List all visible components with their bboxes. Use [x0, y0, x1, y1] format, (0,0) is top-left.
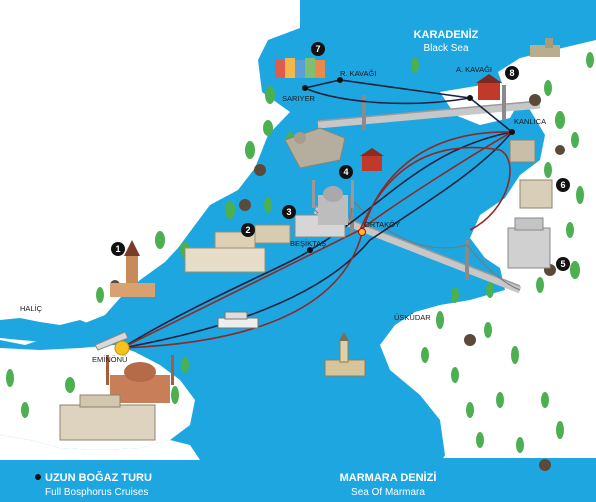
sea-name-south: MARMARA DENİZİ: [340, 471, 437, 484]
svg-text:3: 3: [286, 207, 291, 217]
marker-7[interactable]: 7: [311, 42, 325, 56]
kanlica-mansion: [509, 139, 536, 163]
label-kanlica: KANLICA: [514, 117, 546, 126]
marker-8[interactable]: 8: [505, 66, 519, 80]
topkapi-palace: [59, 394, 156, 441]
sea-name-north: KARADENİZ: [414, 28, 479, 41]
route-red-3: [359, 146, 511, 231]
fsm-bridge: [317, 85, 541, 130]
label-ortakoy: ORTAKÖY: [364, 220, 400, 229]
red-pavilion: [360, 148, 384, 171]
trees: [6, 52, 594, 453]
stops: [114, 77, 515, 356]
eminonu-bridge: [94, 331, 129, 351]
label-eminonu: EMİNÖNÜ: [92, 355, 127, 364]
route-red-2: [121, 131, 513, 349]
legend-title: UZUN BOĞAZ TURU: [45, 471, 152, 484]
label-uskudar: ÜSKÜDAR: [394, 313, 431, 322]
label-a-kavagi: A. KAVAĞI: [456, 65, 492, 74]
marker-group: 1 2 3 4 5 6 7 8: [111, 42, 570, 271]
route-dark-4: [304, 87, 471, 105]
svg-text:2: 2: [245, 225, 250, 235]
stop-sariyer: [302, 85, 308, 91]
beylerbeyi-palace: [507, 217, 551, 269]
stop-eminonu: [114, 340, 130, 356]
ferry: [217, 311, 259, 329]
stop-kanlica: [509, 129, 515, 135]
svg-text:8: 8: [509, 68, 514, 78]
sea-subtitle-north: Black Sea: [423, 43, 468, 54]
yali-6: [519, 179, 553, 209]
marker-4[interactable]: 4: [339, 165, 353, 179]
land-south-europe: [0, 435, 200, 460]
marker-3[interactable]: 3: [282, 205, 296, 219]
svg-text:5: 5: [560, 259, 565, 269]
legend-subtitle: Full Bosphorus Cruises: [45, 487, 148, 498]
marker-1[interactable]: 1: [111, 242, 125, 256]
marker-6[interactable]: 6: [556, 178, 570, 192]
galata-tower: [110, 240, 155, 297]
label-r-kavagi: R. KAVAĞI: [340, 69, 376, 78]
maidens-tower: [324, 332, 366, 377]
golden-horn: [0, 318, 110, 342]
legend-route-dot: [35, 474, 41, 480]
stop-a-kavagi: [467, 95, 473, 101]
label-sariyer: SARIYER: [282, 94, 316, 103]
label-besiktas: BEŞİKTAŞ: [290, 239, 326, 248]
land-asia: [380, 40, 596, 480]
anadolu-house: [476, 74, 502, 100]
svg-text:1: 1: [115, 244, 120, 254]
stop-besiktas: [307, 247, 313, 253]
stop-r-kavagi: [337, 77, 343, 83]
land-europe: [0, 0, 300, 345]
label-halic: HALİÇ: [20, 304, 43, 313]
legend: UZUN BOĞAZ TURU Full Bosphorus Cruises: [35, 471, 152, 498]
route-dark-2: [121, 131, 513, 349]
marker-5[interactable]: 5: [556, 257, 570, 271]
marker-2[interactable]: 2: [241, 223, 255, 237]
svg-text:4: 4: [343, 167, 348, 177]
route-dark-3: [304, 79, 513, 133]
sea-subtitle-south: Sea Of Marmara: [351, 487, 425, 498]
route-red-1: [121, 131, 513, 349]
legend-area: [0, 458, 596, 502]
yoros-castle: [530, 38, 560, 57]
colorful-houses: [275, 58, 325, 78]
rumeli-fortress: [284, 127, 346, 169]
trees-dark: [110, 94, 565, 471]
svg-text:6: 6: [560, 180, 565, 190]
ortakoy-mosque: [312, 180, 354, 225]
stop-ortakoy: [358, 228, 366, 236]
svg-text:7: 7: [315, 44, 320, 54]
